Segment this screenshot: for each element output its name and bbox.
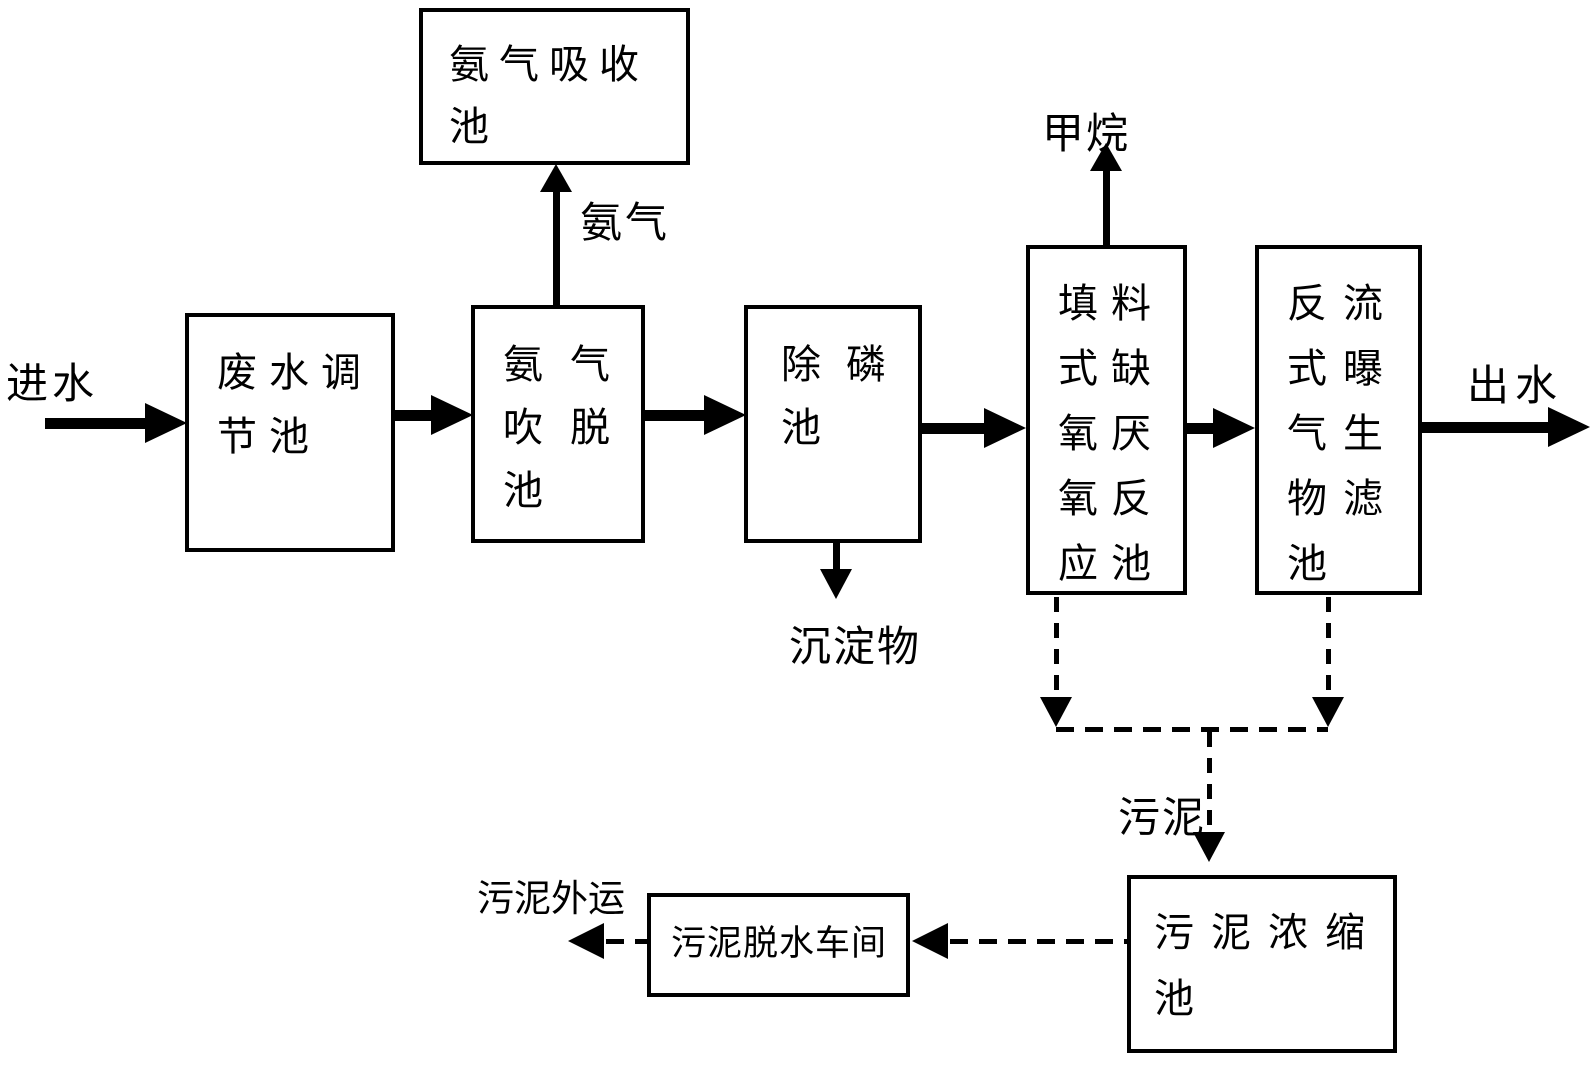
dashed-line: [606, 939, 647, 944]
label-sludge-transport: 污泥外运: [477, 877, 625, 920]
label-ammonia-gas: 氨气: [580, 198, 671, 247]
dashed-line: [1056, 727, 1328, 732]
arrow-head-icon: [145, 403, 187, 443]
box-label-line: 节池: [217, 414, 321, 460]
box-sludge-dewatering-workshop: 污泥脱水车间: [647, 893, 910, 997]
label-sludge: 污泥: [1118, 793, 1207, 842]
box-ammonia-stripping-pool: 氨气 吹脱 池: [471, 305, 645, 543]
box-sludge-thickening-pool: 污泥浓缩 池: [1127, 875, 1397, 1053]
dashed-line: [1207, 732, 1212, 832]
arrow-head-icon: [540, 164, 572, 192]
box-label-line: 池: [503, 468, 570, 514]
arrow-shaft: [833, 543, 840, 571]
box-label-line: 氧厌: [1058, 411, 1164, 457]
dashed-line: [950, 939, 1127, 944]
box-label-line: 氧反: [1058, 476, 1164, 522]
arrow-shaft: [395, 410, 435, 421]
label-outlet-water: 出水: [1467, 361, 1564, 410]
arrow-shaft: [1422, 422, 1552, 433]
arrow-head-icon: [912, 923, 948, 959]
box-upflow-aerated-biofilter-pool: 反流 式曝 气生 物滤 池: [1255, 245, 1422, 595]
box-label-line: 填料: [1058, 281, 1164, 327]
box-packed-anoxic-anaerobic-reactor: 填料 式缺 氧厌 氧反 应池: [1026, 245, 1187, 595]
arrow-shaft: [1103, 169, 1110, 245]
arrow-shaft: [553, 190, 560, 305]
label-inlet-water: 进水: [6, 359, 99, 408]
arrow-head-icon: [1213, 408, 1255, 448]
box-ammonia-absorption-pool: 氨气吸收 池: [419, 8, 690, 165]
arrow-head-icon: [820, 569, 852, 599]
arrow-head-icon: [1090, 143, 1122, 171]
box-label-line: 池: [1287, 541, 1343, 587]
arrow-head-icon: [431, 395, 473, 435]
box-label-line: 物滤: [1287, 476, 1399, 522]
label-sediment: 沉淀物: [789, 622, 922, 671]
arrow-shaft: [1187, 423, 1217, 434]
dashed-line: [1326, 597, 1331, 697]
box-wastewater-regulation-pool: 废水调 节池: [185, 313, 395, 552]
box-label-line: 氨气: [503, 342, 637, 388]
arrow-head-icon: [984, 408, 1026, 448]
box-label-line: 应池: [1058, 541, 1164, 587]
box-label-line: 池: [1154, 976, 1211, 1022]
box-label-line: 吹脱: [503, 405, 637, 451]
box-label-line: 池: [449, 104, 499, 150]
box-label-line: 式曝: [1287, 346, 1399, 392]
arrow-shaft: [45, 418, 149, 429]
box-label-line: 废水调: [217, 350, 373, 396]
arrow-shaft: [645, 410, 707, 421]
box-phosphorus-removal-pool: 除磷 池: [744, 305, 922, 543]
box-label-line: 污泥脱水车间: [671, 924, 888, 964]
arrow-shaft: [922, 423, 988, 434]
box-label-line: 式缺: [1058, 346, 1164, 392]
box-label-line: 反流: [1287, 281, 1399, 327]
arrow-head-icon: [1548, 407, 1590, 447]
box-label-line: 气生: [1287, 411, 1399, 457]
box-label-line: 池: [781, 405, 846, 451]
dashed-line: [1054, 597, 1059, 697]
box-label-line: 氨气吸收: [449, 42, 649, 88]
box-label-line: 污泥浓缩: [1154, 910, 1382, 956]
arrow-head-icon: [704, 395, 746, 435]
arrow-head-icon: [568, 923, 604, 959]
arrow-head-icon: [1193, 832, 1225, 862]
arrow-head-icon: [1040, 697, 1072, 727]
arrow-head-icon: [1312, 697, 1344, 727]
box-label-line: 除磷: [781, 342, 911, 388]
